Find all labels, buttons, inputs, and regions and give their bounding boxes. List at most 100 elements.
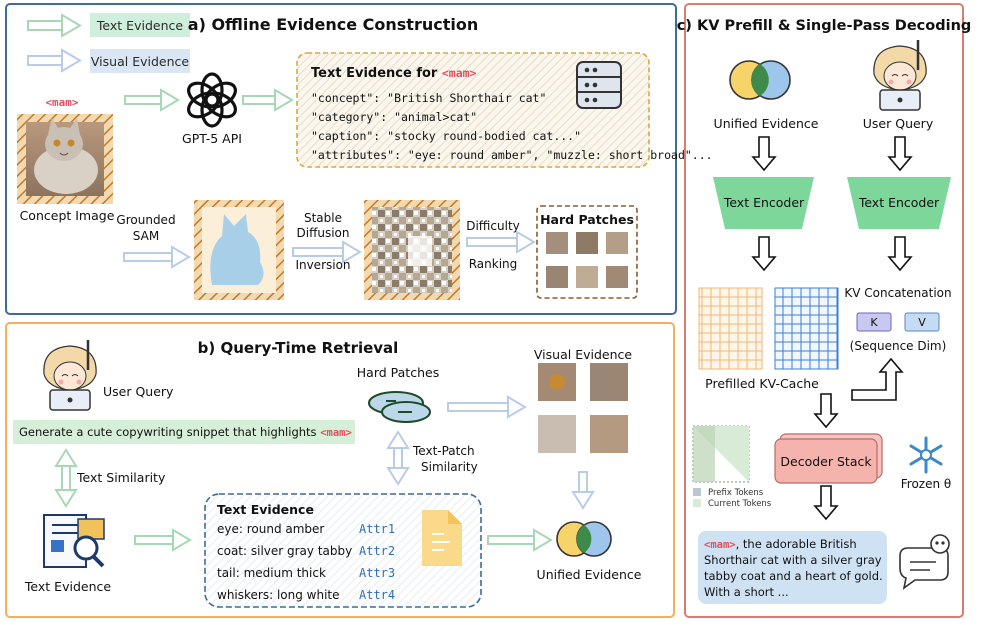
text-evidence-box [296,52,650,168]
user-query-label-b: User Query [103,384,174,399]
hard-patches-cluster-icon [368,391,431,423]
openai-logo-icon [187,72,237,128]
output-line-2: Shorthair cat with a silver gray [704,553,882,567]
text-patch-label-1: Text-Patch [412,444,475,458]
text-encoder-right: Text Encoder [858,195,940,210]
evidence-attr-4: Attr4 [359,588,395,602]
arrow-patches-to-visual [447,395,527,419]
user-avatar-icon [43,340,97,411]
text-evidence-icon-label: Text Evidence [24,579,111,594]
prefix-tokens-swatch [693,488,701,496]
query-tag: <mam> [320,427,352,439]
query-text: Generate a cute copywriting snippet that… [19,425,352,439]
down-arrow-right-1 [887,136,913,172]
kv-cache-grid-key [698,287,763,370]
legend-text-evidence: Text Evidence [96,18,183,33]
panel-c-title: c) KV Prefill & Single-Pass Decoding [677,18,972,34]
output-line-4: With a short ... [704,585,789,599]
k-token-box [856,312,892,332]
frozen-label: Frozen θ [901,477,951,491]
k-token-label: K [870,316,878,329]
arrow-image-to-sam [123,245,191,269]
legend-visual-swatch [90,49,190,73]
difficulty-label: Difficulty [466,219,520,233]
output-box [698,531,887,604]
hard-patch-thumbnails [546,232,628,288]
arrow-icon-to-evidence [134,528,192,552]
decoder-stack-label: Decoder Stack [780,454,872,469]
prefilled-kv-cache-label: Prefilled KV-Cache [705,376,819,391]
panel-b-border [5,322,675,618]
database-icon [576,61,622,109]
text-similarity-label: Text Similarity [76,470,166,485]
v-token-label: V [918,316,926,329]
user-avatar-icon-c [873,40,927,111]
robot-chat-icon [899,534,950,590]
document-search-icon [43,514,105,568]
legend-text-swatch [90,13,190,37]
text-encoder-right-shape [847,177,951,229]
prefix-tokens-label: Prefix Tokens [708,488,764,498]
visual-evidence-patches [538,363,628,453]
down-arrow-to-decoder [813,393,839,429]
decoder-stack-shape [774,433,883,484]
concept-mam-tag: <mam> [45,96,78,109]
text-evidence-title-tag: <mam> [442,66,477,80]
text-patch-label-2: Similarity [421,460,478,474]
kv-concat-label: KV Concatenation [844,286,951,300]
panel-b-title: b) Query-Time Retrieval [198,339,399,357]
text-evidence-box-title: Text Evidence for <mam> [311,66,477,81]
file-icon [422,510,462,566]
evidence-row-1: eye: round amber [217,522,324,536]
noisy-inversion-image [364,200,460,300]
unified-evidence-label-c: Unified Evidence [714,116,819,131]
unified-evidence-icon-c [729,60,791,100]
down-arrow-left-2 [751,236,777,272]
arrow-text-similarity [54,448,78,508]
current-tokens-swatch [693,499,701,507]
query-text-box [13,420,355,444]
kv-cache-grid-value [774,287,839,370]
evidence-attr-1: Attr1 [359,522,395,536]
segmentation-mask [194,200,284,300]
evidence-attr-box [204,493,482,608]
evidence-attr-title: Text Evidence [217,502,314,517]
panel-a-title: a) Offline Evidence Construction [188,15,478,34]
evidence-attr-3: Attr3 [359,566,395,580]
panel-a-border [5,3,677,315]
down-arrow-left-1 [751,136,777,172]
arrow-text-patch-similarity [386,430,410,486]
text-evidence-title-prefix: Text Evidence for [311,66,442,81]
down-arrow-to-output [813,485,839,521]
arrow-image-to-api [124,88,180,112]
hard-patches-title: Hard Patches [540,212,634,227]
legend: Text Evidence Visual Evidence [27,13,190,73]
causal-mask-icon [692,425,750,483]
api-label: GPT-5 API [182,131,242,146]
curved-arrow-to-kv [851,357,904,401]
text-evidence-line-2: "category": "animal>cat" [311,110,477,124]
output-line-3: tabby coat and a heart of gold. [704,569,883,583]
down-arrow-right-2 [887,236,913,272]
current-tokens-label: Current Tokens [708,499,772,509]
output-line-1-text: , the adorable British [736,537,857,551]
evidence-attr-2: Attr2 [359,544,395,558]
concept-image [17,114,113,204]
ranking-label: Ranking [469,257,518,271]
legend-visual-evidence: Visual Evidence [91,54,189,69]
text-evidence-line-1: "concept": "British Shorthair cat" [311,91,546,105]
text-encoder-left-shape [713,177,814,229]
legend-text-arrow [27,13,82,38]
arrow-evidence-to-unified [487,528,553,552]
text-encoder-left: Text Encoder [723,195,805,210]
arrow-visual-to-unified [571,471,595,510]
inversion-label: Inversion [295,258,350,272]
query-text-body: Generate a cute copywriting snippet that… [19,425,320,439]
evidence-row-2: coat: silver gray tabby [217,544,352,558]
unified-evidence-icon-b [556,521,612,557]
user-query-label-c: User Query [863,116,934,131]
text-evidence-line-3: "caption": "stocky round-bodied cat..." [311,129,581,143]
legend-visual-arrow [27,48,82,73]
arrow-sam-to-diffusion [292,240,362,264]
